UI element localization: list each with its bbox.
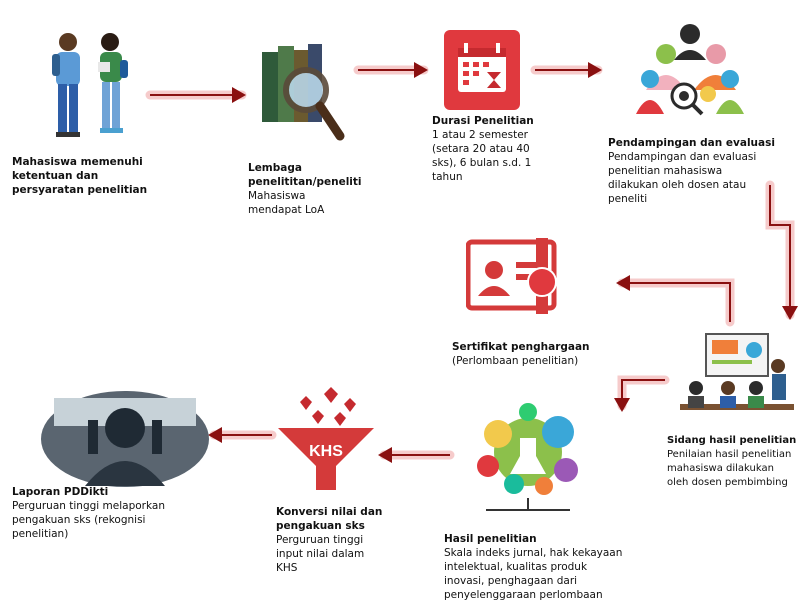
funnel-label: KHS — [309, 443, 343, 460]
books-magnifier-icon — [262, 44, 345, 141]
step-title: Pendampingan dan evaluasi — [608, 137, 775, 149]
step-institution: Lembaga penelititan/peneliti Mahasiswa m… — [248, 161, 378, 217]
step-title: Laporan PDDikti — [12, 486, 109, 498]
step-session: Sidang hasil penelitian Penilaian hasil … — [667, 434, 798, 490]
step-conversion: Konversi nilai dan pengakuan sks Perguru… — [276, 505, 416, 575]
step-desc: (Perlombaan penelitian) — [452, 355, 579, 367]
step-title: Konversi nilai dan pengakuan sks — [276, 506, 383, 532]
step-results: Hasil penelitian Skala indeks jurnal, ha… — [444, 532, 644, 602]
students-illustration — [52, 33, 128, 137]
step-title: Lembaga penelititan/peneliti — [248, 162, 362, 188]
step-title: Durasi Penelitian — [432, 115, 534, 127]
research-results-icon — [477, 403, 578, 511]
mentoring-evaluation-icon — [636, 24, 744, 116]
step-students: Mahasiswa memenuhi ketentuan dan persyar… — [12, 155, 152, 197]
step-desc: Mahasiswa mendapat LoA — [248, 190, 325, 216]
step-desc: Perguruan tinggi input nilai dalam KHS — [276, 534, 365, 574]
step-title: Hasil penelitian — [444, 533, 537, 545]
arrow-s6-s5 — [616, 275, 735, 327]
certificate-icon — [466, 238, 557, 314]
step-title: Mahasiswa memenuhi ketentuan dan persyar… — [12, 156, 148, 196]
step-mentoring: Pendampingan dan evaluasi Pendampingan d… — [608, 136, 778, 206]
step-desc: Perguruan tinggi melaporkan pengakuan sk… — [12, 500, 165, 540]
arrow-s4-s6 — [765, 180, 798, 320]
step-desc: 1 atau 2 semester (setara 20 atau 40 sks… — [432, 129, 532, 183]
step-title: Sertifikat penghargaan — [452, 341, 590, 353]
step-pddikti-report: Laporan PDDikti Perguruan tinggi melapor… — [12, 485, 202, 541]
step-desc: Pendampingan dan evaluasi penelitian mah… — [608, 151, 757, 205]
step-duration: Durasi Penelitian 1 atau 2 semester (set… — [432, 114, 562, 184]
khs-funnel-icon: KHS — [278, 387, 374, 490]
step-desc: Penilaian hasil penelitian mahasiswa dil… — [667, 449, 792, 488]
step-certificate: Sertifikat penghargaan (Perlombaan penel… — [452, 340, 622, 368]
step-title: Sidang hasil penelitian — [667, 435, 797, 446]
arrow-s6-s7 — [614, 375, 670, 412]
report-reading-illustration — [41, 391, 209, 487]
step-desc: Skala indeks jurnal, hak kekayaan intele… — [444, 547, 623, 601]
calendar-hourglass-icon — [444, 30, 520, 110]
presentation-session-icon — [680, 333, 794, 410]
